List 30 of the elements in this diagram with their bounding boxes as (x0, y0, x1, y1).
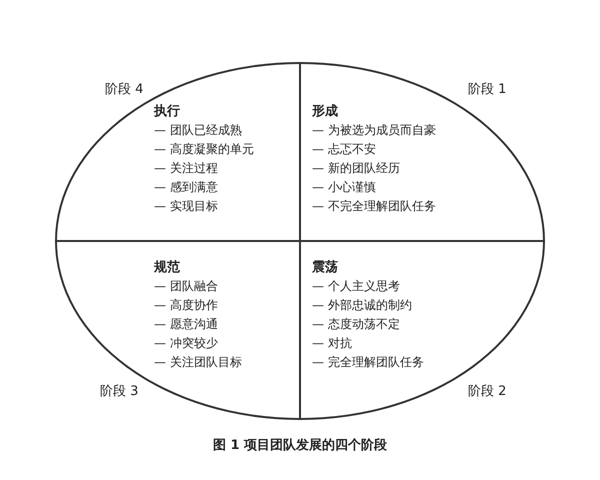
list-item: — 为被选为成员而自豪 (312, 122, 436, 139)
stage-heading: 规范 (154, 259, 181, 277)
stage-label: 阶段 1 (468, 81, 506, 98)
list-item: — 愿意沟通 (154, 316, 219, 333)
stage-label: 阶段 3 (100, 383, 138, 400)
list-item: — 小心谨慎 (312, 179, 377, 196)
list-item: — 关注过程 (154, 160, 219, 177)
list-item: — 实现目标 (154, 198, 219, 215)
list-item: — 冲突较少 (154, 335, 219, 352)
list-item: — 完全理解团队任务 (312, 354, 424, 371)
list-item: — 团队已经成熟 (154, 122, 243, 139)
list-item: — 团队融合 (154, 278, 219, 295)
list-item: — 关注团队目标 (154, 354, 242, 371)
list-item: — 感到满意 (154, 179, 219, 196)
stage-label: 阶段 2 (468, 383, 506, 400)
list-item: — 新的团队经历 (312, 160, 401, 177)
list-item: — 高度协作 (154, 297, 219, 314)
list-item: — 个人主义思考 (312, 278, 401, 295)
list-item: — 高度凝聚的单元 (154, 141, 254, 158)
figure-caption: 图 1 项目团队发展的四个阶段 (212, 437, 388, 454)
list-item: — 不完全理解团队任务 (312, 198, 436, 215)
list-item: — 对抗 (312, 335, 353, 352)
stage-heading: 形成 (312, 103, 339, 121)
list-item: — 态度动荡不定 (312, 316, 401, 333)
list-item: — 忐忑不安 (312, 141, 377, 158)
list-item: — 外部忠诚的制约 (312, 297, 413, 314)
circle-outline (55, 62, 545, 420)
stage-heading: 震荡 (312, 259, 339, 277)
stage-label: 阶段 4 (105, 81, 144, 98)
stage-heading: 执行 (154, 103, 181, 121)
